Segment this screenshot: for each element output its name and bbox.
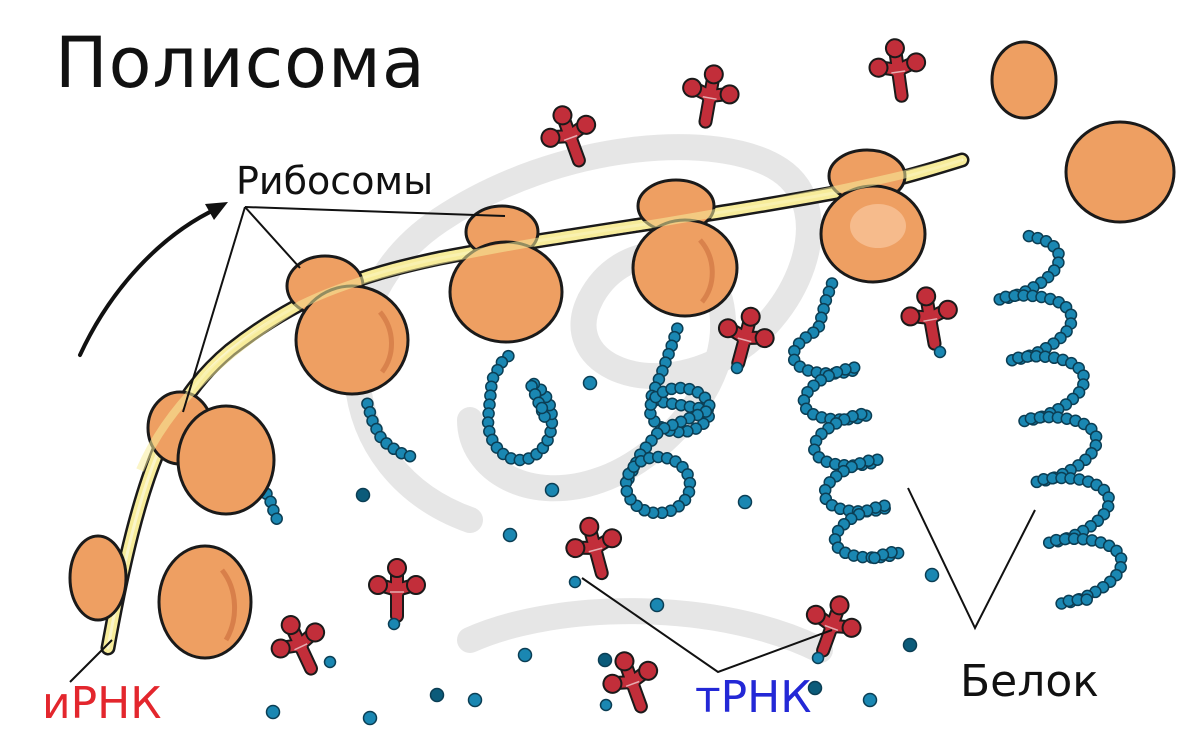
free-amino-acids — [265, 375, 940, 726]
amino-acid-bead — [429, 687, 445, 703]
amino-acid-bead — [902, 637, 918, 653]
amino-acid-bead — [568, 575, 582, 589]
trna-molecule — [560, 511, 629, 581]
amino-acid-bead — [323, 655, 337, 669]
amino-acid-bead — [387, 617, 401, 631]
amino-acid-bead — [807, 680, 823, 696]
amino-acid-bead — [868, 551, 881, 565]
amino-acid-bead — [597, 652, 613, 668]
amino-acid-bead — [620, 484, 634, 498]
protein-chain — [481, 349, 559, 467]
label-ribosomes: Рибосомы — [236, 159, 434, 203]
amino-acid-bead — [582, 375, 598, 391]
ribosome-5 — [819, 148, 927, 284]
ribosome-3 — [448, 204, 564, 344]
label-mrna: иРНК — [42, 678, 162, 729]
label-trna: тРНК — [695, 672, 812, 723]
mrna-through-ribosomes — [136, 156, 964, 472]
protein-chain — [993, 229, 1128, 610]
free-ribosome-top-small — [990, 40, 1058, 120]
amino-acid-bead — [502, 527, 518, 543]
pointer-lines — [69, 206, 1036, 683]
protein-chain — [260, 487, 283, 525]
trna-molecule — [897, 283, 962, 349]
free-ribosome-small — [68, 534, 128, 622]
free-ribosome-top-large — [1064, 120, 1176, 224]
amino-acid-bead — [1080, 593, 1093, 606]
amino-acid-bead — [933, 345, 947, 359]
protein-chain — [619, 322, 716, 520]
label-protein: Белок — [960, 656, 1099, 707]
amino-acid-bead — [811, 651, 825, 665]
amino-acid-bead — [467, 692, 483, 708]
direction-arrow — [78, 202, 228, 357]
amino-acid-bead — [265, 704, 281, 720]
amino-acid-bead — [355, 487, 371, 503]
trna-molecule — [262, 605, 337, 680]
amino-acid-bead — [924, 567, 940, 583]
amino-acid-bead — [362, 710, 378, 726]
watermark — [343, 134, 833, 663]
ribosome-4 — [631, 178, 739, 318]
amino-acid-bead — [270, 512, 283, 525]
amino-acid-bead — [517, 647, 533, 663]
ribosome-2 — [285, 254, 410, 396]
protein-chain — [787, 277, 905, 565]
page-title: Полисома — [55, 22, 426, 104]
amino-acid-bead — [403, 449, 417, 463]
amino-acid-bead — [737, 494, 753, 510]
amino-acid-bead — [535, 401, 549, 415]
amino-acid-bead — [599, 698, 613, 712]
trna-molecule — [369, 559, 425, 616]
amino-acid-bead — [730, 361, 744, 375]
trna-molecules — [262, 35, 963, 716]
trna-molecule — [678, 61, 743, 127]
trna-molecule — [866, 35, 929, 99]
amino-acid-bead — [544, 482, 560, 498]
protein-chain — [361, 397, 417, 463]
ribosome-1 — [146, 390, 276, 516]
free-ribosome-large — [157, 544, 253, 660]
amino-acid-bead — [649, 597, 665, 613]
protein-chains — [260, 229, 1128, 610]
amino-acid-bead — [862, 692, 878, 708]
